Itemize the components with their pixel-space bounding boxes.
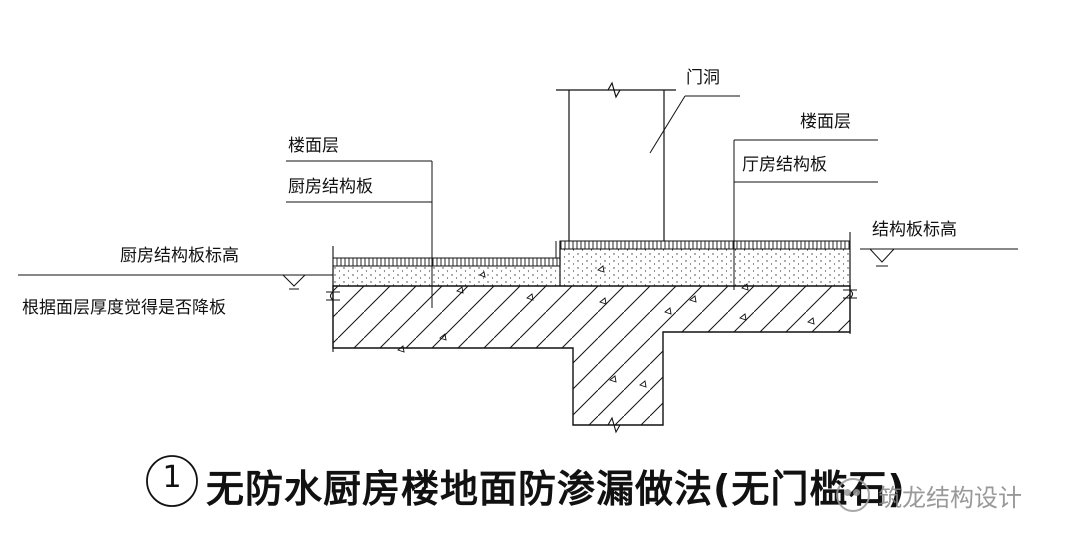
label-floor-layer-left: 楼面层 xyxy=(288,136,339,156)
aggregate-marks xyxy=(397,265,815,388)
finish-layer-right xyxy=(559,240,851,250)
screed-layer-left xyxy=(332,265,561,287)
concrete-slab-beam xyxy=(332,285,851,426)
title-number-circle xyxy=(146,455,198,507)
title-number: 1 xyxy=(162,460,182,495)
watermark-text: 筑龙结构设计 xyxy=(878,483,1022,512)
leader-lines xyxy=(18,95,1018,308)
label-kitchen-slab-elevation: 厨房结构板标高 xyxy=(120,246,239,266)
door-jambs xyxy=(556,81,676,241)
wechat-icon xyxy=(836,478,870,512)
finish-layer-left xyxy=(332,257,561,267)
label-kitchen-slab: 厨房结构板 xyxy=(288,177,373,197)
label-hall-slab: 厅房结构板 xyxy=(742,155,827,175)
label-floor-layer-right: 楼面层 xyxy=(800,112,851,132)
label-slab-elevation: 结构板标高 xyxy=(872,220,957,240)
drawing-title: 无防水厨房楼地面防渗漏做法(无门槛石) xyxy=(206,467,906,511)
break-marks xyxy=(326,232,857,434)
watermark: 筑龙结构设计 xyxy=(836,478,1022,512)
label-note: 根据面层厚度觉得是否降板 xyxy=(22,298,226,318)
label-door-opening: 门洞 xyxy=(686,68,720,88)
